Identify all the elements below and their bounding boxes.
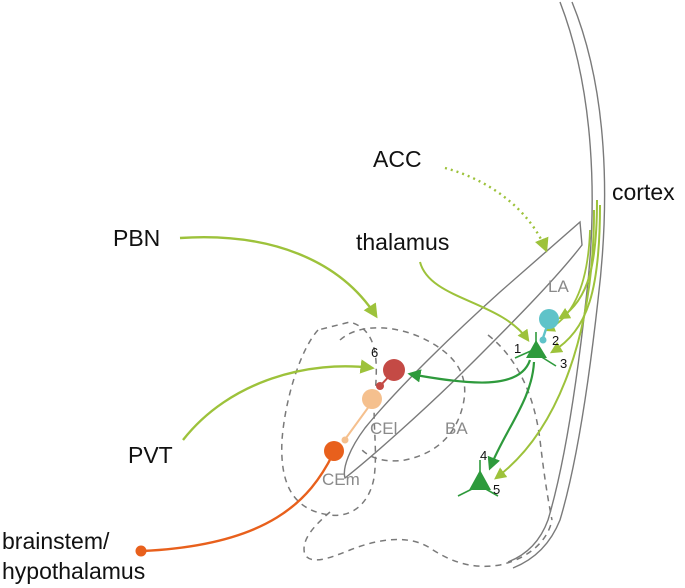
ba-region-label: BA xyxy=(445,419,468,438)
neuron-number-3: 3 xyxy=(560,356,567,371)
cel-red-terminal xyxy=(376,382,384,390)
acc-projection-arrow xyxy=(444,166,549,253)
ba-principal-neuron-triangle-soma-icon xyxy=(469,470,491,490)
cel-red-neuron-soma-icon xyxy=(383,359,405,381)
pbn-projection-arrow xyxy=(179,236,378,319)
cel-outline xyxy=(339,327,466,462)
la-outline xyxy=(343,220,583,480)
neuron-number-5: 5 xyxy=(493,482,500,497)
thalamus-projection-arrow xyxy=(419,261,530,342)
neuron-number-4: 4 xyxy=(480,448,487,463)
la-principal-neuron-triangle-soma-icon xyxy=(526,340,547,358)
neuron-number-6: 6 xyxy=(371,345,378,360)
cortex-inner-line xyxy=(507,1,593,563)
la-to-cel-arrow xyxy=(407,359,532,384)
cea-outline xyxy=(281,321,377,516)
interneuron-soma-icon xyxy=(539,309,559,329)
acc-label: ACC xyxy=(373,146,422,172)
pvt-projection-arrow xyxy=(182,359,375,441)
la-to-ba-arrow xyxy=(487,361,536,471)
cel-peach-terminal xyxy=(341,436,349,444)
amygdala-lower-outline xyxy=(303,511,553,568)
la-ba-boundary xyxy=(487,334,553,521)
brainstem-label-line1: brainstem/ xyxy=(2,528,110,554)
interneuron-terminal xyxy=(539,336,547,344)
neuron-number-2: 2 xyxy=(552,333,559,348)
pvt-label: PVT xyxy=(128,442,173,468)
cem-neuron-soma-icon xyxy=(324,441,344,461)
neuron-number-1: 1 xyxy=(514,341,521,356)
cel-region-label: CEl xyxy=(370,419,397,438)
cem-output-terminal xyxy=(135,545,147,557)
la-region-label: LA xyxy=(548,277,569,296)
cem-output-axon xyxy=(141,453,335,553)
cortex-label: cortex xyxy=(612,179,675,205)
brainstem-label-line2: hypothalamus xyxy=(2,558,145,584)
cortex-to-ba-arrow xyxy=(494,209,595,480)
cel-peach-neuron-soma-icon xyxy=(362,389,382,409)
thalamus-label: thalamus xyxy=(356,229,449,255)
cortex-outer-line xyxy=(512,1,606,569)
pbn-label: PBN xyxy=(113,225,160,251)
cortex-to-principal-arrow xyxy=(549,204,601,354)
cel-peach-axon xyxy=(345,404,371,439)
cem-region-label: CEm xyxy=(322,470,360,489)
